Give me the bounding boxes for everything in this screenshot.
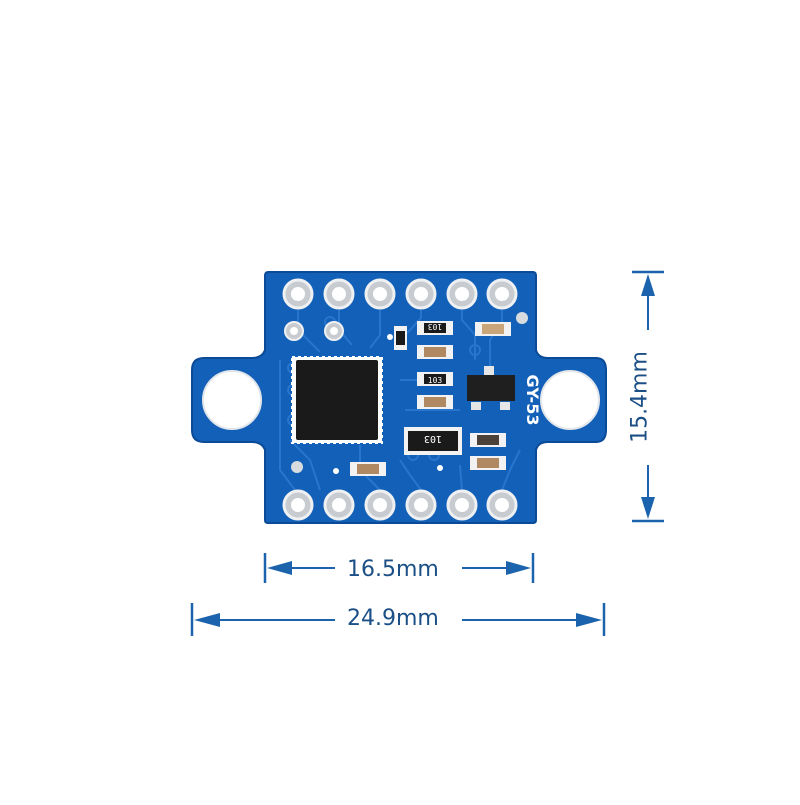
inner-width-dimension-label: 16.5mm bbox=[347, 557, 439, 582]
svg-text:103: 103 bbox=[428, 376, 443, 385]
top-pin-header bbox=[282, 278, 518, 310]
total-width-dimension-line bbox=[190, 603, 606, 636]
mounting-hole-left bbox=[202, 370, 262, 430]
model-silkscreen-label: GY-53 bbox=[523, 375, 542, 426]
height-dimension-line bbox=[632, 270, 664, 523]
svg-text:103: 103 bbox=[428, 322, 443, 331]
svg-text:103: 103 bbox=[424, 433, 442, 444]
main-ic-chip bbox=[291, 356, 383, 444]
total-width-dimension-label: 24.9mm bbox=[347, 606, 439, 631]
smd-components: 103 103 bbox=[350, 321, 515, 476]
height-dimension-label: 15.4mm bbox=[627, 351, 653, 443]
gy53-module-board: 103 103 bbox=[191, 271, 607, 524]
inner-width-dimension-line bbox=[263, 553, 535, 583]
bottom-pin-header bbox=[282, 489, 518, 521]
mounting-hole-right bbox=[540, 370, 600, 430]
